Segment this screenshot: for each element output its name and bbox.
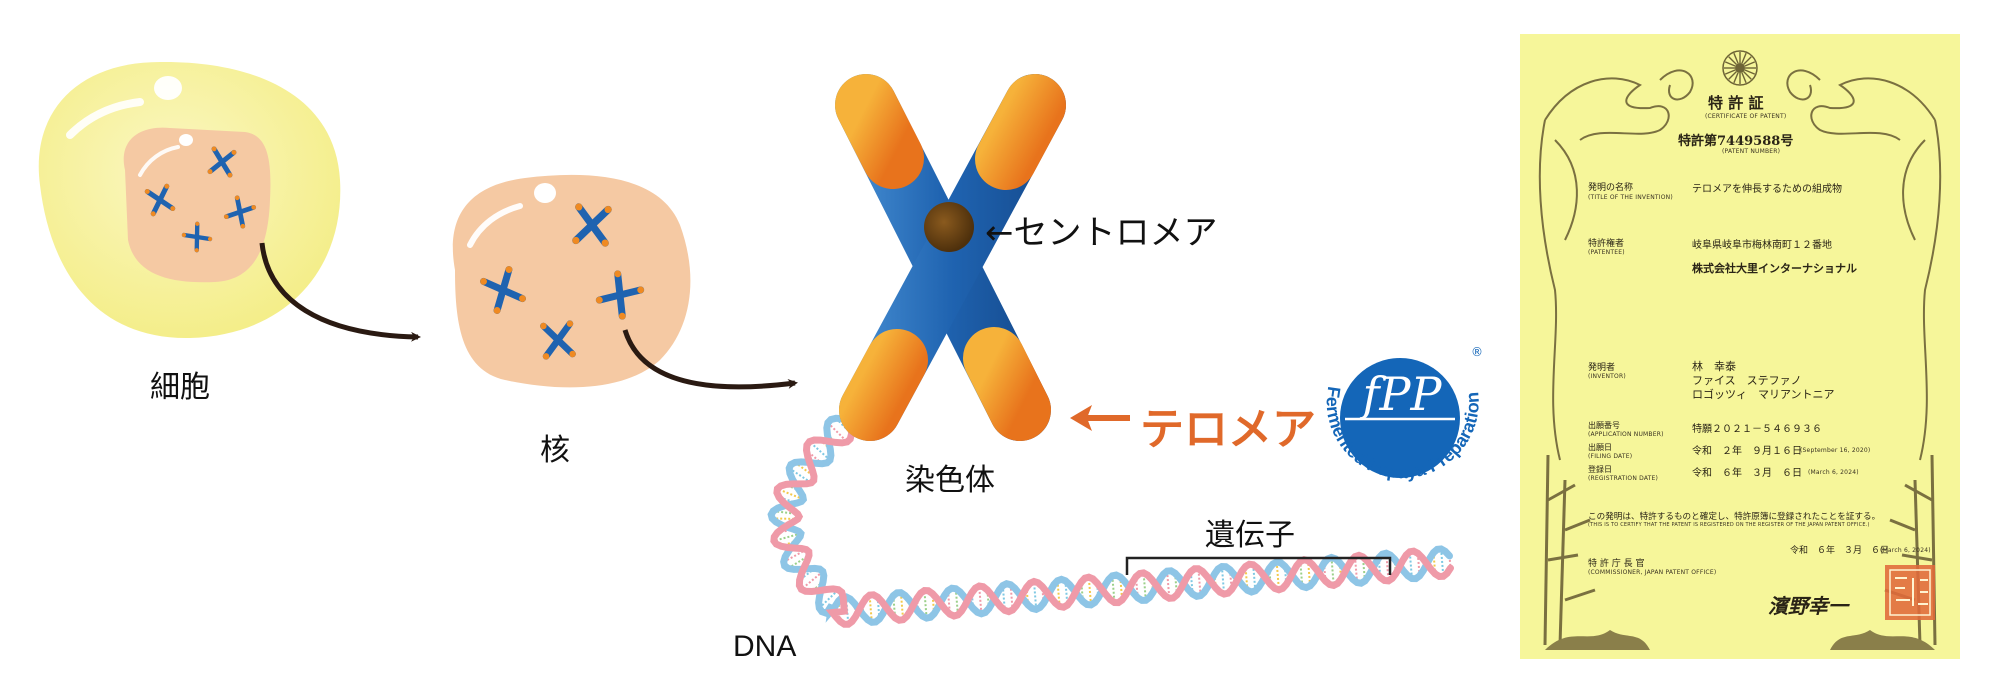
field-title-label: 発明の名称 (1588, 183, 1634, 193)
field-filing-label-en: (FILING DATE) (1588, 453, 1633, 460)
telomere-pointer-arrow (1070, 405, 1130, 431)
dna-base-pair (868, 595, 873, 623)
dna-base-pair (1033, 581, 1038, 610)
dna-base-pair (800, 570, 824, 591)
certification-statement: この発明は、特許するものと確定し、特許原簿に登録されたことを証する。 (1588, 512, 1881, 522)
phoenix-left-icon (1538, 69, 1694, 461)
field-patentee-value: 岐阜県岐阜市梅林南町１２番地 (1692, 240, 1832, 251)
fpp-mark: fPP (1360, 367, 1443, 421)
field-filing-value-en: (September 16, 2020) (1800, 447, 1871, 454)
dna-helix (767, 414, 1454, 628)
dna-base-pair (773, 532, 802, 542)
certification-statement-en: (THIS IS TO CERTIFY THAT THE PATENT IS R… (1588, 522, 1870, 528)
chrysanthemum-crest-icon (1722, 50, 1758, 86)
cell (38, 61, 341, 339)
cell-label: 細胞 (150, 370, 210, 405)
dna-label: DNA (733, 630, 797, 663)
dna-base-pair (1025, 587, 1029, 605)
field-inventor-label: 発明者 (1588, 363, 1616, 373)
arrow-cell-to-nucleus (259, 242, 421, 342)
dna-base-pair (1330, 557, 1335, 586)
patent-number-en: (PATENT NUMBER) (1722, 148, 1781, 155)
field-application-label-en: (APPLICATION NUMBER) (1588, 431, 1664, 438)
field-title-value: テロメアを伸長するための組成物 (1692, 184, 1842, 195)
dna-base-pair (1087, 577, 1092, 605)
field-application-value: 特願２０２１－５４６９３６ (1692, 424, 1822, 435)
field-registration-label: 登録日 (1588, 465, 1612, 474)
dna-base-pair (827, 421, 848, 443)
field-inventor-label-en: (INVENTOR) (1588, 373, 1626, 380)
dna-base-pair (1220, 566, 1226, 595)
certificate-title: 特 許 証 (1708, 94, 1764, 112)
dna-base-pair (1275, 561, 1280, 590)
dna-strand-pink (770, 416, 1454, 628)
arrow-nucleus-to-chromosome (622, 329, 798, 390)
centromere-label: ←セントロメア (985, 213, 1218, 253)
field-filing-value: 令和 ２年 ９月１６日 (1692, 446, 1802, 457)
patent-number: 特許第7449588号 (1678, 134, 1794, 149)
dna-base-pair (1197, 568, 1202, 596)
bamboo-left-icon (1543, 454, 1596, 646)
field-filing-label: 出願日 (1588, 443, 1612, 452)
dna-base-pair (778, 496, 798, 504)
phoenix-right-icon (1786, 69, 1942, 461)
official-seal (1885, 565, 1935, 620)
field-inventor-value2: ファイス ステファノ (1692, 374, 1802, 387)
nucleus-label: 核 (540, 433, 570, 468)
issue-date-en: (March 6, 2024) (1880, 547, 1931, 554)
field-application-label: 出願番号 (1588, 421, 1620, 430)
dna-base-pair (1440, 548, 1445, 577)
dna-base-pair (777, 528, 795, 534)
field-registration-label-en: (REGISTRATION DATE) (1588, 475, 1659, 482)
dna-base-pair (818, 588, 840, 609)
certificate-title-en: (CERTIFICATE OF PATENT) (1705, 113, 1787, 120)
field-title-label-en: (TITLE OF THE INVENTION) (1588, 194, 1673, 201)
dna-base-pair (923, 590, 928, 619)
field-registration-value-en: (March 6, 2024) (1808, 469, 1859, 476)
patent-certificate-document (1520, 34, 1960, 659)
gene-bracket (1125, 556, 1392, 575)
dna-base-pair (1283, 566, 1288, 585)
dna-base-pair (986, 589, 990, 609)
commissioner-label-en: (COMMISSIONER, JAPAN PATENT OFFICE) (1588, 569, 1717, 576)
centromere (924, 202, 974, 252)
dna-base-pair (1142, 572, 1147, 601)
dna-base-pair (1166, 571, 1171, 599)
dna-base-pair (777, 487, 804, 501)
commissioner-name: 濱野幸一 (1768, 594, 1848, 618)
field-inventor-value3: ロゴッツィ マリアントニア (1692, 388, 1835, 401)
dna-base-pair (808, 440, 831, 461)
telomere-label: テロメア (1140, 404, 1316, 455)
fpp-logo: fPP Fermented Papaya Preparation ® (1323, 345, 1483, 482)
commissioner-label: 特 許 庁 長 官 (1588, 559, 1645, 569)
ground-foliage (1545, 630, 1935, 650)
chromosome-label: 染色体 (905, 463, 995, 498)
field-registration-value: 令和 ６年 ３月 ６日 (1692, 468, 1802, 479)
dna-base-pair (798, 567, 816, 581)
dna-base-pair (978, 585, 983, 614)
chromosome (835, 74, 1066, 441)
dna-base-pair (1323, 563, 1327, 582)
dna-base-pair (780, 539, 798, 548)
field-patentee-label: 特許権者 (1588, 239, 1625, 249)
field-inventor-value: 林 幸泰 (1692, 360, 1736, 373)
gene-label: 遺伝子 (1205, 518, 1295, 553)
issue-date: 令和 ６年 ３月 ６日 (1790, 546, 1890, 556)
nucleus (452, 174, 691, 388)
field-patentee-value2: 株式会社大里インターナショナル (1692, 262, 1857, 275)
field-patentee-label-en: (PATENTEE) (1588, 249, 1625, 256)
dna-base-pair (899, 592, 905, 620)
fpp-registered: ® (1471, 345, 1483, 359)
